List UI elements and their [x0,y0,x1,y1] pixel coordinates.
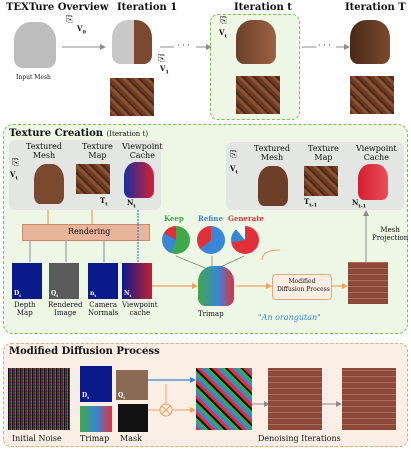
camera-icon-tc: ⎘ [12,158,20,168]
refine-label: Refine [198,214,223,223]
viewpoint-cache-image-1 [124,162,154,198]
T-t-label: Tt [100,196,108,208]
iteration-1-texture [110,78,154,116]
denoising-step-2 [268,368,322,430]
mdp-trimap-label: Trimap [80,434,110,443]
initial-noise-label: Initial Noise [12,434,62,443]
generate-label: Generate [228,214,264,223]
iteration-T-mesh [350,20,390,64]
v0-label: V0 [77,24,86,36]
rendering-box [22,224,150,241]
texture-creation-title: Texture Creation (Iteration t) [9,128,149,139]
iteration-T-texture [350,76,394,114]
T-t-1-label: Tt-1 [304,197,318,209]
D-t-label: Dt [14,290,22,299]
modified-diffusion-box [272,274,332,300]
N-t-small-label: Nt [124,290,132,299]
iteration-t-mesh [236,20,276,64]
iteration-t-label: Iteration t [234,2,292,13]
mdp-D-t-label: Dt [82,392,90,401]
textured-mesh-image-2 [258,166,288,206]
denoising-step-3 [342,368,396,430]
viewpoint-cache-image-2 [358,164,388,200]
mdp-depth-image [80,366,112,402]
mdp-Q-t-label: Qt [118,392,126,401]
overview-title: TEXTure Overview [6,2,109,13]
camera-icon-t: ⎘ [220,16,228,26]
overview-dots-2: · · · [318,41,331,50]
mdp-rendered-image [116,370,148,400]
trimap-image [198,266,234,306]
keep-label: Keep [164,214,184,223]
denoising-step-1 [196,368,252,430]
mdp-mask-label: Mask [120,434,142,443]
n-t-label: nt [90,290,97,299]
camera-icon-tc-2: ⎘ [230,150,238,160]
mdp-trimap-image [80,406,112,432]
textured-mesh-image-1 [34,164,64,204]
iteration-1-mesh [112,20,152,64]
prompt-text: "An orangutan" [258,313,321,322]
viewpoint-cache-small-image [122,263,152,299]
Q-t-label: Qt [51,290,59,299]
mdp-title: Modified Diffusion Process [9,346,160,357]
initial-noise-image [8,368,70,430]
iteration-t-texture [236,76,280,114]
generate-circle [231,226,259,254]
camera-icon: ⎘ [66,15,74,25]
trimap-label: Trimap [198,310,224,318]
N-t-1-label: Nt-1 [352,198,367,210]
generated-view-image [348,262,388,304]
texture-map-image-2 [304,166,338,196]
input-mesh-image [14,22,56,68]
camera-normals-image [88,263,118,299]
input-mesh-label: Input Mesh [16,74,51,81]
v1-label: V1 [160,64,169,76]
iteration-1-label: Iteration 1 [117,2,178,13]
depth-map-image [12,263,42,299]
N-t-label: Nt [127,198,136,210]
iteration-T-label: Iteration T [345,2,406,13]
rendering-label: Rendering [68,227,111,236]
refine-circle [197,226,225,254]
texture-map-image-1 [76,164,110,194]
keep-circle [162,226,190,254]
denoising-label: Denoising Iterations [258,434,341,443]
vt-label: Vt [219,28,227,40]
rendered-image [49,263,79,299]
mdp-mask-image [118,404,148,432]
overview-dots-1: · · · [177,41,190,50]
tc-vt-label-2: Vt [230,164,238,176]
tc-vt-label: Vt [10,170,18,182]
camera-icon-1: ⎘ [158,54,166,64]
